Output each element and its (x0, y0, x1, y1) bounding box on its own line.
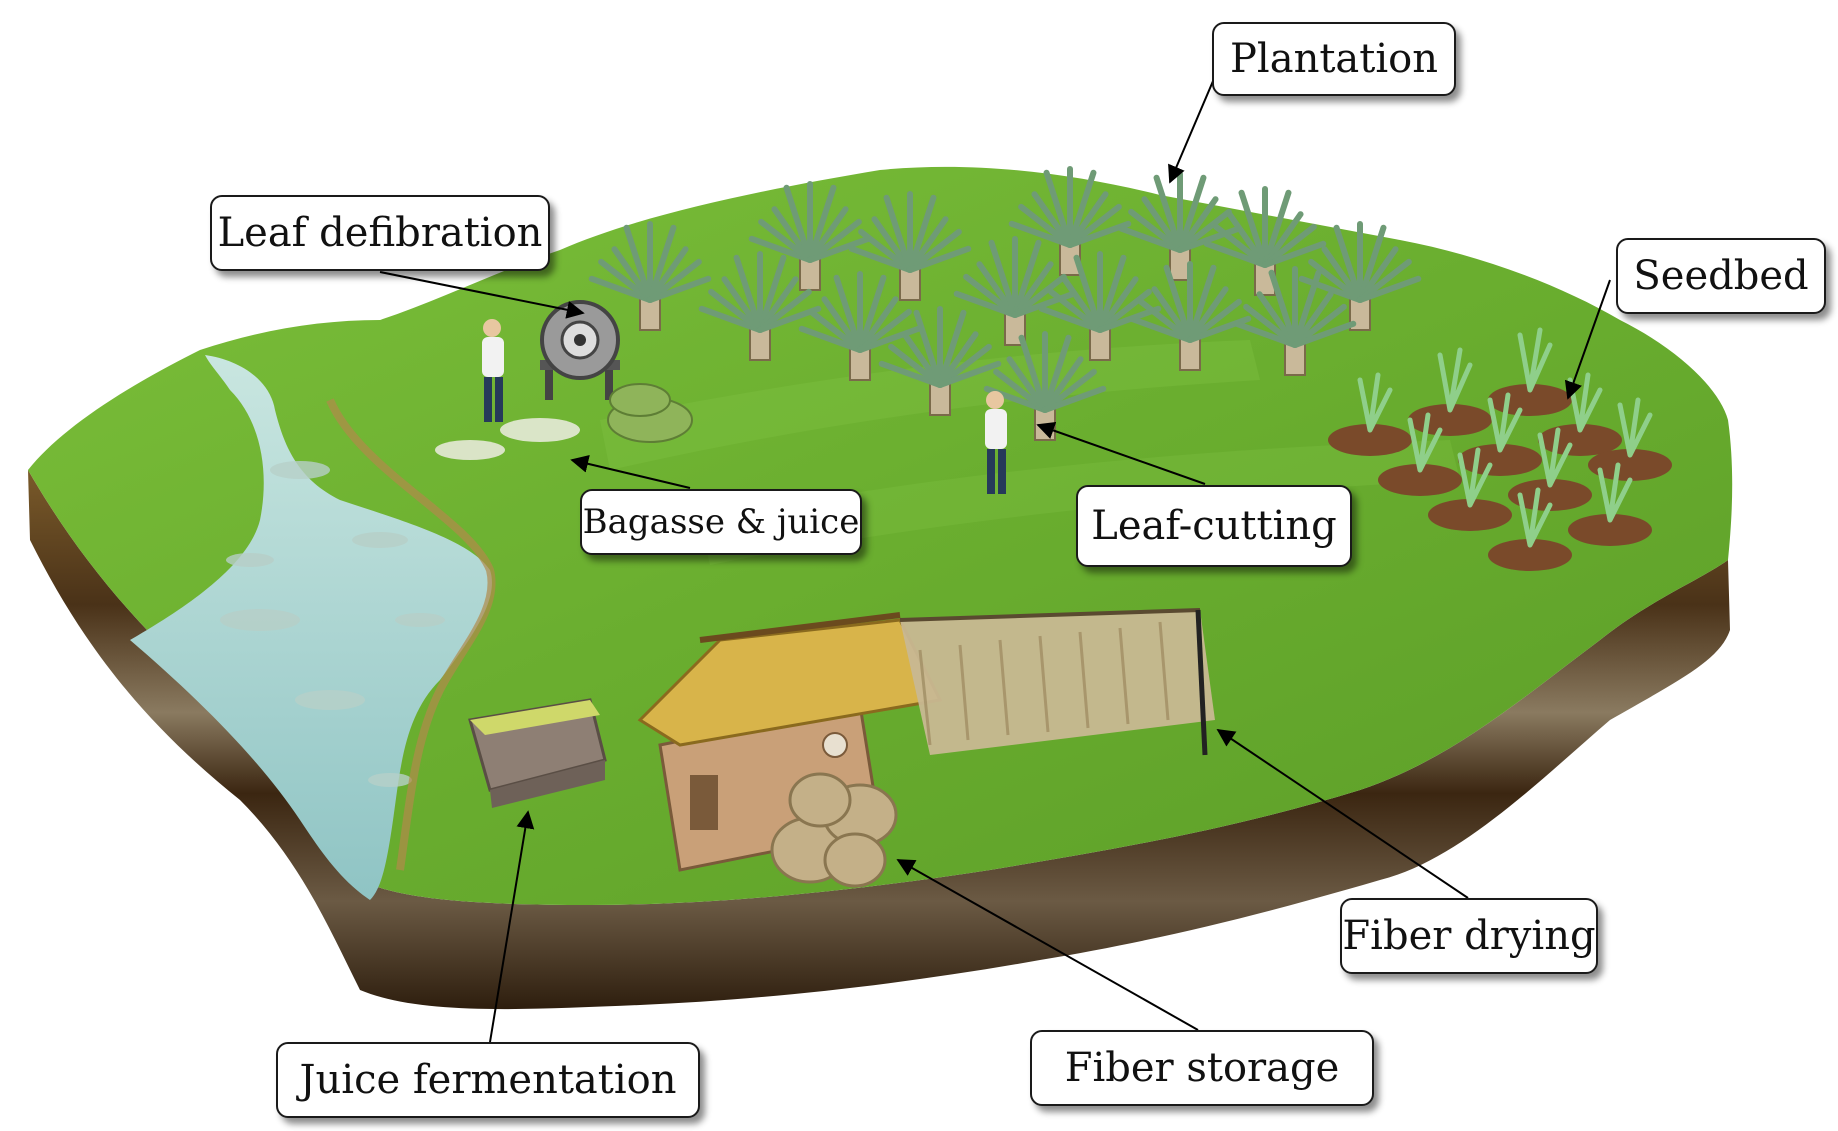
arrow-juice-fermentation (489, 810, 535, 1043)
worker-defibration (482, 319, 504, 422)
arrow-fiber-drying (1216, 728, 1469, 899)
arrow-fiber-storage (896, 859, 1199, 1031)
agave-plant (1233, 266, 1357, 376)
label-bagasse-juice: Bagasse & juice (580, 489, 862, 555)
fermentation-tank (468, 698, 607, 808)
agave-plant (848, 191, 972, 301)
label-juice-fermentation: Juice fermentation (276, 1042, 700, 1118)
grass-field (28, 166, 1733, 905)
river-stones (220, 461, 445, 787)
worker-leaf-cutting (985, 391, 1007, 494)
label-seedbed: Seedbed (1616, 238, 1826, 314)
agave-plant (983, 331, 1107, 441)
leader-arrows (379, 59, 1611, 1043)
agave-plant (1118, 171, 1242, 281)
river-bank (326, 398, 496, 871)
agave-plant (588, 221, 712, 331)
label-fiber-storage: Fiber storage (1030, 1030, 1374, 1106)
label-plantation: Plantation (1212, 22, 1456, 96)
agave-plant (798, 271, 922, 381)
bagasse-heap (435, 418, 580, 460)
agave-plant (1203, 186, 1327, 296)
agave-plantation (588, 166, 1422, 441)
fiber-drying-racks (899, 608, 1215, 756)
agave-plant (698, 251, 822, 361)
arrow-bagasse-juice (570, 454, 691, 489)
fiber-bales (770, 772, 898, 888)
label-leaf-cutting: Leaf-cutting (1076, 485, 1352, 567)
agave-plant (1008, 166, 1132, 276)
defibration-machine (540, 300, 620, 400)
agave-plant (748, 181, 872, 291)
agave-plant (1298, 221, 1422, 331)
label-fiber-drying: Fiber drying (1340, 898, 1598, 974)
river (130, 355, 492, 900)
label-leaf-defibration: Leaf defibration (210, 195, 550, 271)
leaf-pile (607, 383, 693, 443)
arrow-leaf-cutting (1036, 421, 1206, 485)
arrow-leaf-defibration (379, 271, 585, 319)
agave-plant (878, 306, 1002, 416)
agave-plant (1038, 251, 1162, 361)
seedbed-plots (1328, 327, 1672, 571)
soil-layers (28, 470, 1730, 1010)
arrow-seedbed (1564, 279, 1611, 400)
